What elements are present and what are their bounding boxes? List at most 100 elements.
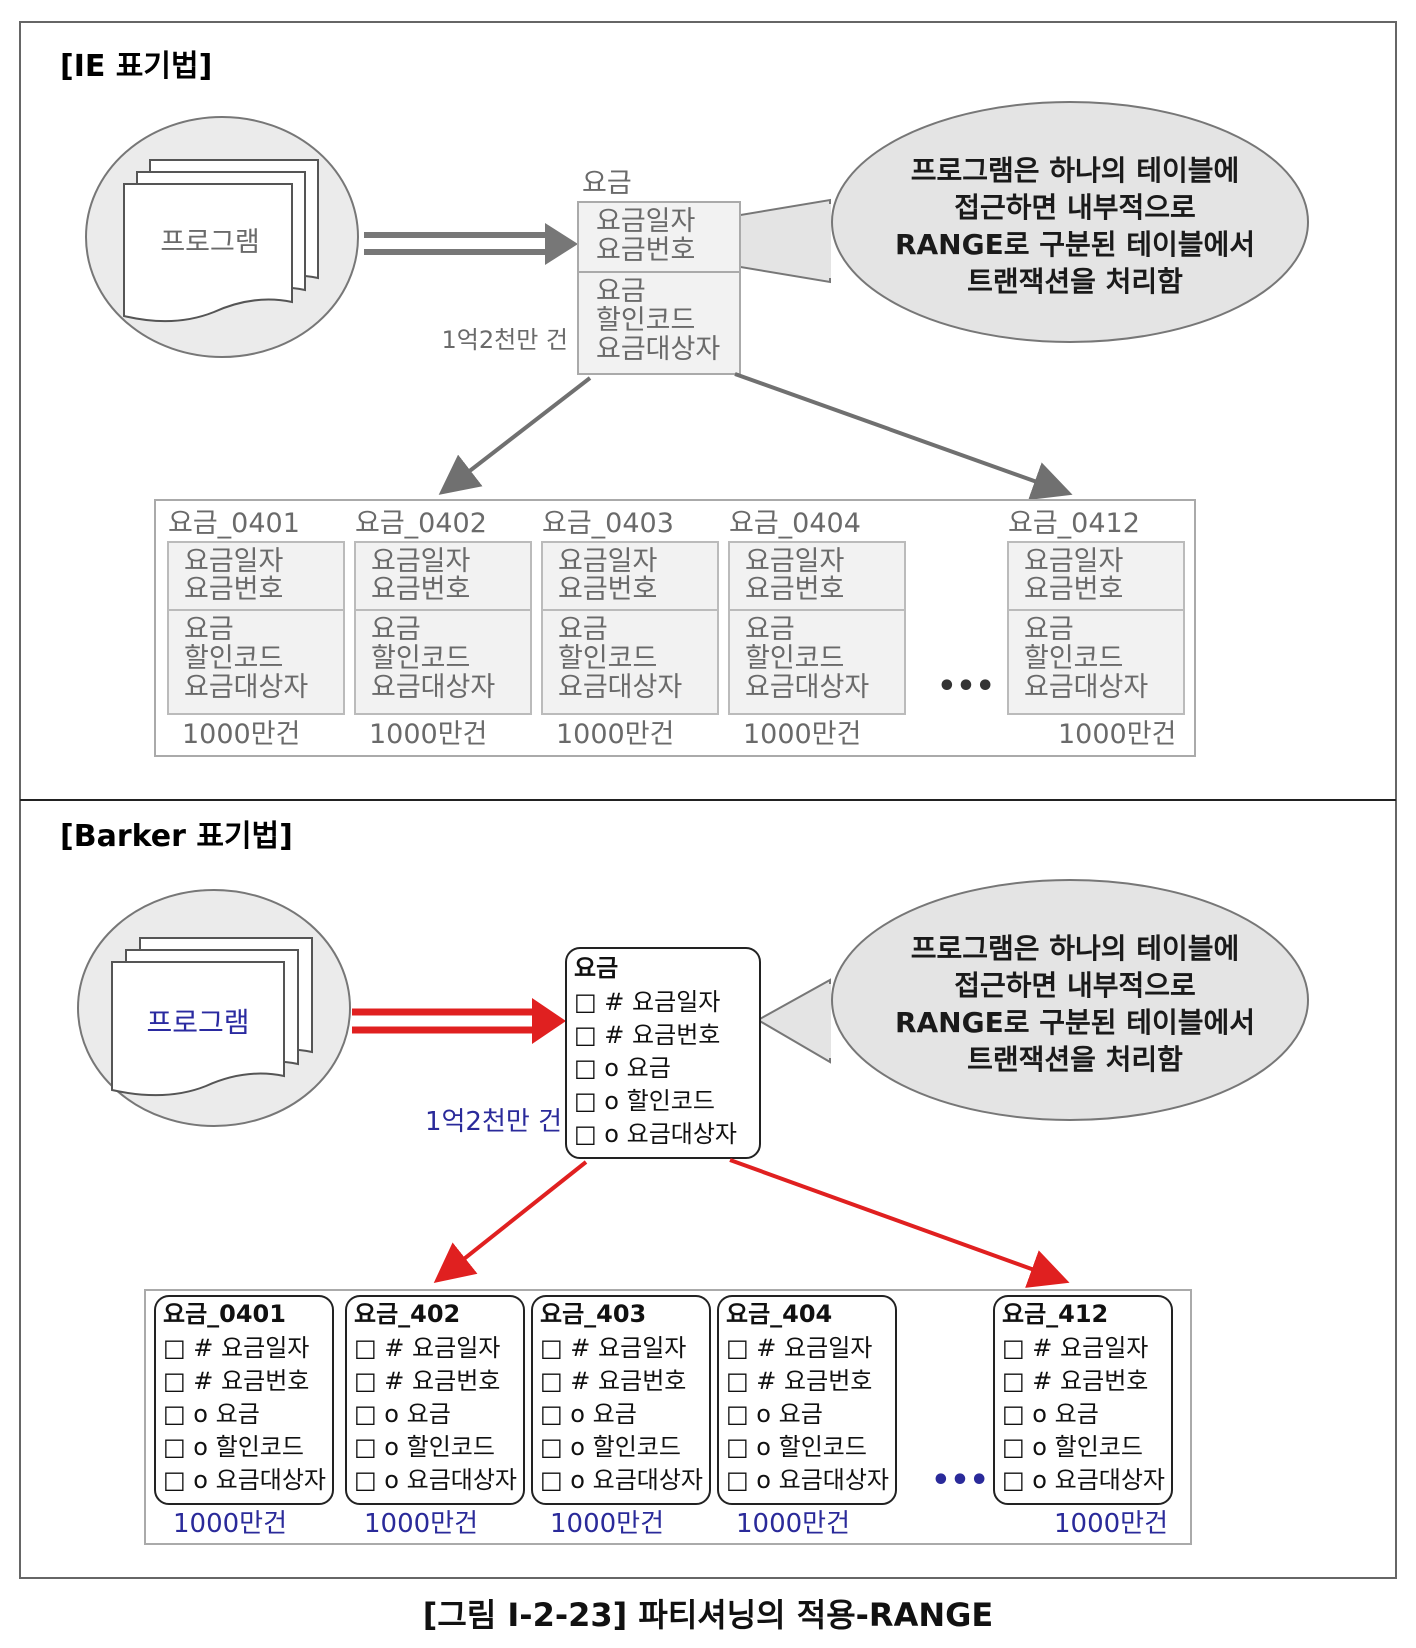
barker-partition-attr: □ # 요금번호 bbox=[726, 1367, 872, 1395]
barker-partition-count: 1000만건 bbox=[736, 1509, 850, 1539]
barker-partition-attr: □ o 요금 bbox=[354, 1400, 451, 1428]
ie-partition-key-attr: 요금번호 bbox=[558, 574, 657, 605]
barker-partition-box bbox=[993, 1295, 1173, 1505]
barker-main-attr-3: □ o 요금 bbox=[574, 1054, 671, 1082]
barker-partitions: 요금_0401 □ # 요금일자 □ # 요금번호 □ o 요금 □ o 할인코드 □ o… bbox=[154, 1295, 1173, 1539]
ie-partition-key-attr: 요금일자 bbox=[371, 546, 471, 577]
ie-main-entity: 요금 요금일자 요금번호 요금 할인코드 요금대상자 1억2천만 건 bbox=[442, 168, 741, 375]
ie-program-icon: 프로그램 bbox=[85, 116, 359, 358]
barker-callout-line-1: 프로그램은 하나의 테이블에 bbox=[911, 932, 1240, 965]
ie-partition-attr: 할인코드 bbox=[558, 643, 657, 674]
barker-partition: 요금_0401□ # 요금일자□ # 요금번호□ o 요금□ o 할인코드□ o… bbox=[154, 1295, 334, 1539]
ie-partition-name: 요금_0402 bbox=[355, 508, 487, 539]
barker-main-attr-2: □ # 요금번호 bbox=[574, 1021, 720, 1049]
ie-partition-count: 1000만건 bbox=[182, 719, 300, 750]
ie-partition-attr: 요금대상자 bbox=[371, 672, 495, 703]
ie-partition-attr: 할인코드 bbox=[1024, 643, 1123, 674]
ie-callout: 프로그램은 하나의 테이블에 접근하면 내부적으로 RANGE로 구분된 테이블… bbox=[584, 101, 1309, 343]
ie-arrow-to-first-partition bbox=[438, 376, 592, 495]
barker-partition-attr: □ o 할인코드 bbox=[354, 1433, 495, 1461]
barker-main-entity-name: 요금 bbox=[574, 954, 618, 982]
barker-partition-attr: □ o 요금대상자 bbox=[1002, 1466, 1165, 1494]
barker-section: [Barker 표기법] 프로그램 프로그램은 하나의 테이블에 접근하면 내부… bbox=[60, 819, 1309, 1545]
ie-partition-attr: 요금 bbox=[558, 614, 608, 645]
ie-partition-attr: 요금대상자 bbox=[745, 672, 869, 703]
barker-partition-attr: □ o 요금대상자 bbox=[163, 1466, 326, 1494]
barker-partition-attr: □ # 요금일자 bbox=[1002, 1334, 1148, 1362]
ie-partition-key-box bbox=[728, 541, 906, 611]
ie-partition-key-box bbox=[167, 541, 345, 611]
ie-section-title: [IE 표기법] bbox=[60, 49, 212, 84]
ie-partition-count: 1000만건 bbox=[556, 719, 674, 750]
barker-partition-attr: □ o 할인코드 bbox=[540, 1433, 681, 1461]
barker-partition-name: 요금_412 bbox=[1002, 1300, 1108, 1328]
ie-partition-name: 요금_0404 bbox=[729, 508, 861, 539]
ie-main-attr-3: 요금대상자 bbox=[596, 334, 720, 365]
barker-partition-box bbox=[154, 1295, 334, 1505]
barker-partition-attr: □ o 요금 bbox=[1002, 1400, 1099, 1428]
barker-program-label: 프로그램 bbox=[146, 1006, 249, 1039]
ie-main-key-1: 요금일자 bbox=[596, 206, 696, 237]
barker-partition: 요금_404 □ # 요금일자 □ # 요금번호 □ o 요금 □ o 할인코드 □ o … bbox=[717, 1295, 897, 1539]
ie-partition-key-attr: 요금번호 bbox=[1024, 574, 1123, 605]
ie-callout-line-3: RANGE로 구분된 테이블에서 bbox=[895, 228, 1255, 261]
barker-partition-attr: □ # 요금일자 bbox=[540, 1334, 686, 1362]
ie-callout-line-1: 프로그램은 하나의 테이블에 bbox=[911, 154, 1240, 187]
barker-partition-attr: □ # 요금일자 bbox=[726, 1334, 872, 1362]
ie-ellipsis: ••• bbox=[937, 669, 995, 704]
barker-partition-box bbox=[345, 1295, 525, 1505]
barker-partition-attr: □ # 요금번호 bbox=[354, 1367, 500, 1395]
barker-partition-attr: □ # 요금번호 bbox=[163, 1367, 309, 1395]
barker-partition-attr: □ # 요금일자 bbox=[354, 1334, 500, 1362]
ie-partition-attr: 할인코드 bbox=[184, 643, 283, 674]
barker-main-attr-5: □ o 요금대상자 bbox=[574, 1120, 737, 1148]
ie-section: [IE 표기법] 프로그램 프로그램은 하나의 테이블에 접근하면 내부적으로 … bbox=[60, 49, 1309, 757]
barker-partition-attr: □ o 할인코드 bbox=[163, 1433, 304, 1461]
ie-partition-key-attr: 요금번호 bbox=[745, 574, 844, 605]
barker-partition-name: 요금_403 bbox=[540, 1300, 646, 1328]
barker-main-attr-1: □ # 요금일자 bbox=[574, 988, 720, 1016]
ie-main-attr-2: 할인코드 bbox=[596, 305, 695, 336]
barker-section-title: [Barker 표기법] bbox=[60, 819, 293, 854]
barker-partition-attr: □ o 할인코드 bbox=[726, 1433, 867, 1461]
ie-partition-attr: 요금대상자 bbox=[1024, 672, 1148, 703]
figure-caption: [그림 Ⅰ-2-23] 파티셔닝의 적용-RANGE bbox=[423, 1596, 994, 1634]
barker-arrow-to-first-partition bbox=[433, 1160, 588, 1283]
ie-partition-key-attr: 요금일자 bbox=[1024, 546, 1124, 577]
barker-partition-count: 1000만건 bbox=[173, 1509, 287, 1539]
barker-partition-attr: □ o 요금 bbox=[726, 1400, 823, 1428]
ie-partition-attr-box bbox=[728, 609, 906, 715]
barker-partition-attr: □ # 요금번호 bbox=[540, 1367, 686, 1395]
barker-callout: 프로그램은 하나의 테이블에 접근하면 내부적으로 RANGE로 구분된 테이블… bbox=[755, 879, 1309, 1121]
ie-partition-attr-box bbox=[541, 609, 719, 715]
barker-main-entity: 요금 □ # 요금일자 □ # 요금번호 □ o 요금 □ o 할인코드 □ o… bbox=[425, 947, 761, 1159]
ie-partition-attr: 할인코드 bbox=[371, 643, 470, 674]
ie-partition-key-box bbox=[354, 541, 532, 611]
barker-partition-attr: □ o 요금대상자 bbox=[540, 1466, 703, 1494]
ie-partitions: 요금_0401요금일자요금번호요금할인코드요금대상자1000만건요금_0402요… bbox=[167, 508, 1185, 750]
ie-callout-line-4: 트랜잭션을 처리함 bbox=[967, 265, 1183, 298]
barker-program-arrows bbox=[352, 998, 566, 1044]
ie-partition-attr: 요금 bbox=[745, 614, 795, 645]
ie-partition-attr: 할인코드 bbox=[745, 643, 844, 674]
ie-main-key-2: 요금번호 bbox=[596, 235, 695, 266]
ie-partition-key-attr: 요금번호 bbox=[184, 574, 283, 605]
barker-callout-line-2: 접근하면 내부적으로 bbox=[954, 969, 1196, 1002]
ie-partition-count: 1000만건 bbox=[369, 719, 487, 750]
barker-partition-box bbox=[717, 1295, 897, 1505]
ie-partition-name: 요금_0403 bbox=[542, 508, 674, 539]
barker-partition-name: 요금_404 bbox=[726, 1300, 832, 1328]
barker-callout-line-3: RANGE로 구분된 테이블에서 bbox=[895, 1006, 1255, 1039]
barker-partition-attr: □ o 요금대상자 bbox=[354, 1466, 517, 1494]
ie-partition-attr: 요금대상자 bbox=[558, 672, 682, 703]
barker-partition-name: 요금_0401 bbox=[163, 1300, 286, 1328]
barker-partition-count: 1000만건 bbox=[364, 1509, 478, 1539]
ie-partition-attr-box bbox=[1007, 609, 1185, 715]
barker-partition-attr: □ o 요금 bbox=[540, 1400, 637, 1428]
barker-main-attr-4: □ o 할인코드 bbox=[574, 1087, 715, 1115]
ie-partition-key-attr: 요금일자 bbox=[184, 546, 284, 577]
barker-partition: 요금_403 □ # 요금일자 □ # 요금번호 □ o 요금 □ o 할인코드 □ o … bbox=[531, 1295, 711, 1539]
barker-program-icon: 프로그램 bbox=[77, 889, 351, 1127]
barker-partition-attr: □ o 요금대상자 bbox=[726, 1466, 889, 1494]
